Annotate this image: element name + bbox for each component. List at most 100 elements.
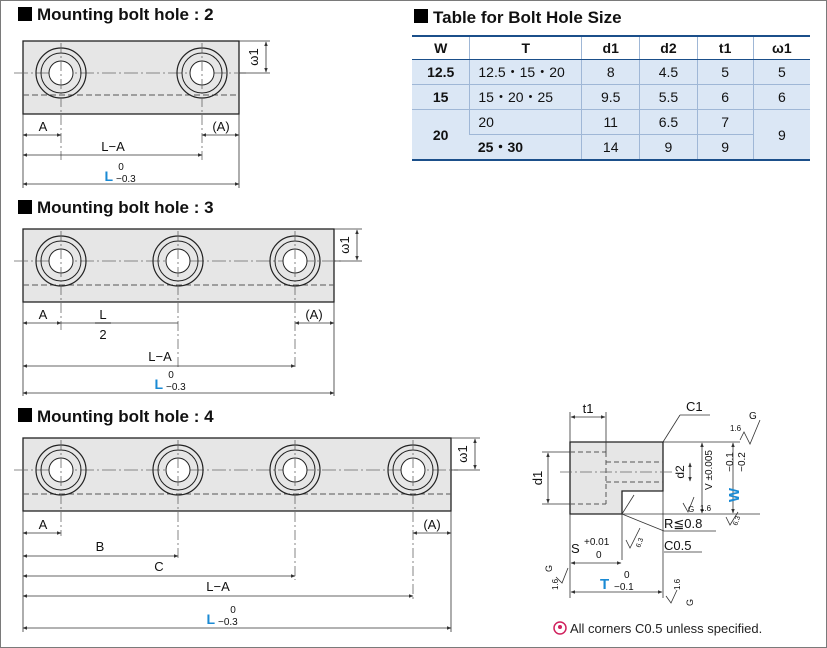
dim-L: L <box>104 168 113 184</box>
sv-rough-16: 1.6 <box>700 504 712 513</box>
section-title-hole3: Mounting bolt hole : 3 <box>37 198 214 217</box>
dim-L-tol-bottom: −0.3 <box>116 174 136 185</box>
table-row: 25・30 14 9 9 <box>412 134 810 160</box>
cell-d1: 14 <box>581 134 640 160</box>
dim-L-tol-top: 0 <box>118 162 124 173</box>
sv-note: All corners C0.5 unless specified. <box>570 621 762 636</box>
dim-L-tol-bottom: −0.3 <box>166 382 186 393</box>
sv-W-tol-top: −0.1 <box>725 452 736 472</box>
sv-rough-16: 1.6 <box>551 578 560 590</box>
dim-B: B <box>96 539 105 554</box>
cell-d1: 9.5 <box>581 84 640 110</box>
sv-rough-63: 6.3 <box>635 537 645 549</box>
sv-C1: C1 <box>686 399 703 414</box>
w1-label: ω1 <box>337 236 352 253</box>
cell-w1: 6 <box>752 84 810 110</box>
sv-rough-63: 6.3 <box>732 515 742 527</box>
cell-t1: 7 <box>696 109 754 135</box>
dim-L-minus-A: L−A <box>206 579 230 594</box>
bolt-hole <box>152 231 204 370</box>
dim-C: C <box>154 559 163 574</box>
w1-label: ω1 <box>246 48 261 65</box>
sv-R: R≦0.8 <box>664 516 702 531</box>
cell-T: 20 <box>469 109 582 135</box>
sv-W-tol-bottom: −0.2 <box>737 452 748 472</box>
th-d1: d1 <box>581 36 640 60</box>
hole3-section: Mounting bolt hole : 3 ω1 <box>14 198 362 396</box>
section-title-hole2: Mounting bolt hole : 2 <box>37 5 214 24</box>
dim-A: A <box>39 517 48 532</box>
bolt-hole <box>35 440 87 536</box>
section-bullet <box>18 200 32 214</box>
cell-t1: 5 <box>696 59 754 85</box>
section-bullet <box>18 408 32 422</box>
roughness-symbol <box>625 527 641 549</box>
th-W: W <box>412 36 470 60</box>
cell-w1: 9 <box>752 109 810 160</box>
bolt-hole <box>176 43 228 160</box>
bolt-hole <box>269 231 321 370</box>
th-w1: ω1 <box>752 36 810 60</box>
sv-d2: d2 <box>673 465 687 479</box>
cell-T: 12.5・15・20 <box>469 59 582 85</box>
dim-L-tol-bottom: −0.3 <box>218 617 238 628</box>
sv-rough-16: 1.6 <box>673 578 682 590</box>
section-bullet <box>414 9 428 23</box>
th-t1: t1 <box>696 36 754 60</box>
sv-G: G <box>685 599 695 606</box>
sv-rough-16: 1.6 <box>730 424 742 433</box>
roughness-symbol <box>682 496 695 513</box>
sv-V: V ±0.005 <box>704 450 715 490</box>
cell-t1: 9 <box>696 134 754 160</box>
table-row: 20 20 11 6.5 7 9 <box>412 109 810 160</box>
cell-d2: 9 <box>639 134 698 160</box>
sv-T: T <box>600 576 609 593</box>
dim-L: L <box>206 611 215 627</box>
cell-W: 15 <box>412 84 470 110</box>
section-bullet <box>18 7 32 21</box>
roughness-symbol <box>725 511 739 526</box>
dim-L-tol-top: 0 <box>168 370 174 381</box>
dim-A-ref: (A) <box>423 517 440 532</box>
dim-L-half-den: 2 <box>99 327 106 342</box>
cell-d1: 11 <box>581 109 640 135</box>
profile-body <box>569 441 664 515</box>
sv-t1: t1 <box>583 401 594 416</box>
bolt-hole <box>152 440 204 560</box>
sv-G: G <box>749 411 757 422</box>
sv-S-tol-top: +0.01 <box>584 537 610 548</box>
cell-w1: 5 <box>752 59 810 85</box>
dim-L: L <box>154 376 163 392</box>
roughness-symbol <box>665 589 678 604</box>
w1-label: ω1 <box>455 445 470 462</box>
section-title-hole4: Mounting bolt hole : 4 <box>37 407 214 426</box>
table-header-row: W T d1 d2 t1 ω1 <box>412 36 810 60</box>
cell-d2: 5.5 <box>639 84 698 110</box>
cell-W: 12.5 <box>412 59 470 85</box>
cell-W: 20 <box>412 109 470 160</box>
dim-A-ref: (A) <box>305 307 322 322</box>
cell-T: 25・30 <box>469 134 582 160</box>
hole4-section: Mounting bolt hole : 4 <box>14 407 480 632</box>
bolt-hole <box>387 440 439 600</box>
dim-L-minus-A: L−A <box>148 349 172 364</box>
cell-T: 15・20・25 <box>469 84 582 110</box>
table-row: 12.5 12.5・15・20 8 4.5 5 5 <box>412 59 810 85</box>
table-title: Table for Bolt Hole Size <box>433 8 622 27</box>
sv-C05: C0.5 <box>664 538 691 553</box>
roughness-symbol <box>739 419 761 445</box>
cell-d2: 4.5 <box>639 59 698 85</box>
sv-G: G <box>544 565 554 572</box>
sv-G: G <box>688 505 694 514</box>
table-row: 15 15・20・25 9.5 5.5 6 6 <box>412 84 810 110</box>
dim-A: A <box>39 119 48 134</box>
cell-d1: 8 <box>581 59 640 85</box>
dim-L-half-num: L <box>99 307 106 322</box>
bolt-hole-table: W T d1 d2 t1 ω1 12.5 12.5・15・20 8 4.5 5 … <box>412 35 810 161</box>
bolt-hole <box>269 440 321 580</box>
th-d2: d2 <box>639 36 698 60</box>
bar-block <box>22 437 452 512</box>
sv-T-tol-top: 0 <box>624 570 630 581</box>
dim-L-minus-A: L−A <box>101 139 125 154</box>
